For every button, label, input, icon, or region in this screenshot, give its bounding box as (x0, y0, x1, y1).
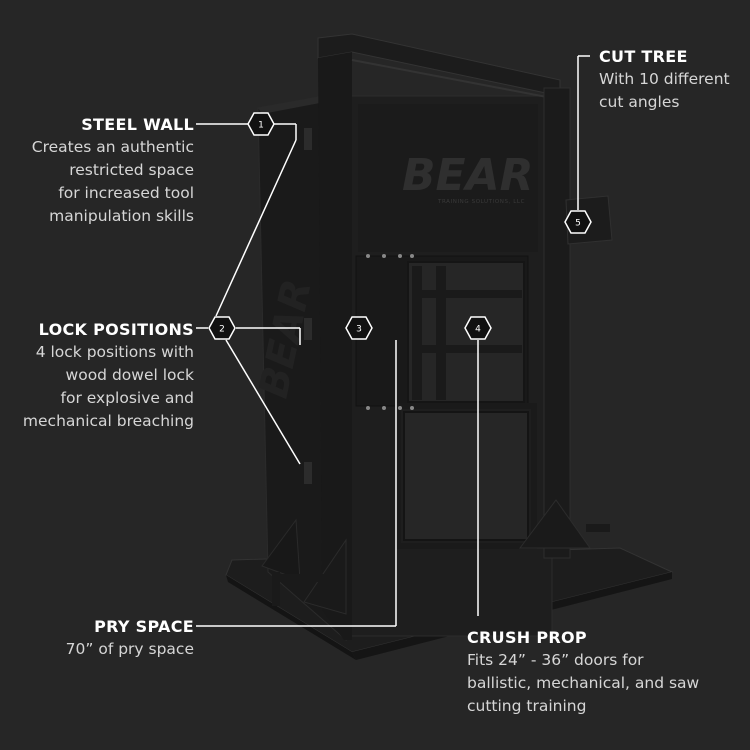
callout-line: Fits 24” - 36” doors for (467, 651, 644, 669)
callout-line: 4 lock positions with (35, 343, 194, 361)
hex-marker-1: 1 (247, 112, 275, 136)
hex-marker-4: 4 (464, 316, 492, 340)
svg-text:5: 5 (575, 219, 581, 229)
svg-text:1: 1 (258, 121, 264, 131)
callout-line: ballistic, mechanical, and saw (467, 674, 700, 692)
callout-pry-space: PRY SPACE 70” of pry space (0, 615, 194, 661)
callout-line: wood dowel lock (65, 366, 194, 384)
callout-cut-tree: CUT TREE With 10 different cut angles (599, 45, 744, 114)
right-post (543, 87, 571, 559)
callout-title: CUT TREE (599, 47, 688, 66)
callout-crush-prop: CRUSH PROP Fits 24” - 36” doors for ball… (467, 626, 737, 718)
callout-line: restricted space (69, 161, 194, 179)
hex-marker-2: 2 (208, 316, 236, 340)
callout-title: PRY SPACE (94, 617, 194, 636)
hex-marker-5: 5 (564, 210, 592, 234)
crush-prop (412, 266, 422, 400)
svg-text:2: 2 (219, 325, 225, 335)
callout-lock-positions: LOCK POSITIONS 4 lock positions with woo… (0, 318, 194, 433)
brand-logo: BEAR (402, 150, 534, 201)
hex-marker-3: 3 (345, 316, 373, 340)
svg-text:3: 3 (356, 325, 362, 335)
callout-steel-wall: STEEL WALL Creates an authentic restrict… (0, 113, 194, 228)
callout-line: Creates an authentic (31, 138, 194, 156)
svg-text:4: 4 (475, 325, 481, 335)
callout-line: manipulation skills (49, 207, 194, 225)
callout-line: With 10 different (599, 70, 730, 88)
callout-title: STEEL WALL (81, 115, 194, 134)
callout-line: 70” of pry space (65, 640, 194, 658)
callout-line: for increased tool (58, 184, 194, 202)
brand-tagline: TRAINING SOLUTIONS, LLC (437, 199, 525, 205)
callout-line: for explosive and (60, 389, 194, 407)
callout-line: mechanical breaching (22, 412, 194, 430)
callout-line: cutting training (467, 697, 587, 715)
callout-title: LOCK POSITIONS (38, 320, 194, 339)
callout-title: CRUSH PROP (467, 628, 587, 647)
callout-line: cut angles (599, 93, 680, 111)
